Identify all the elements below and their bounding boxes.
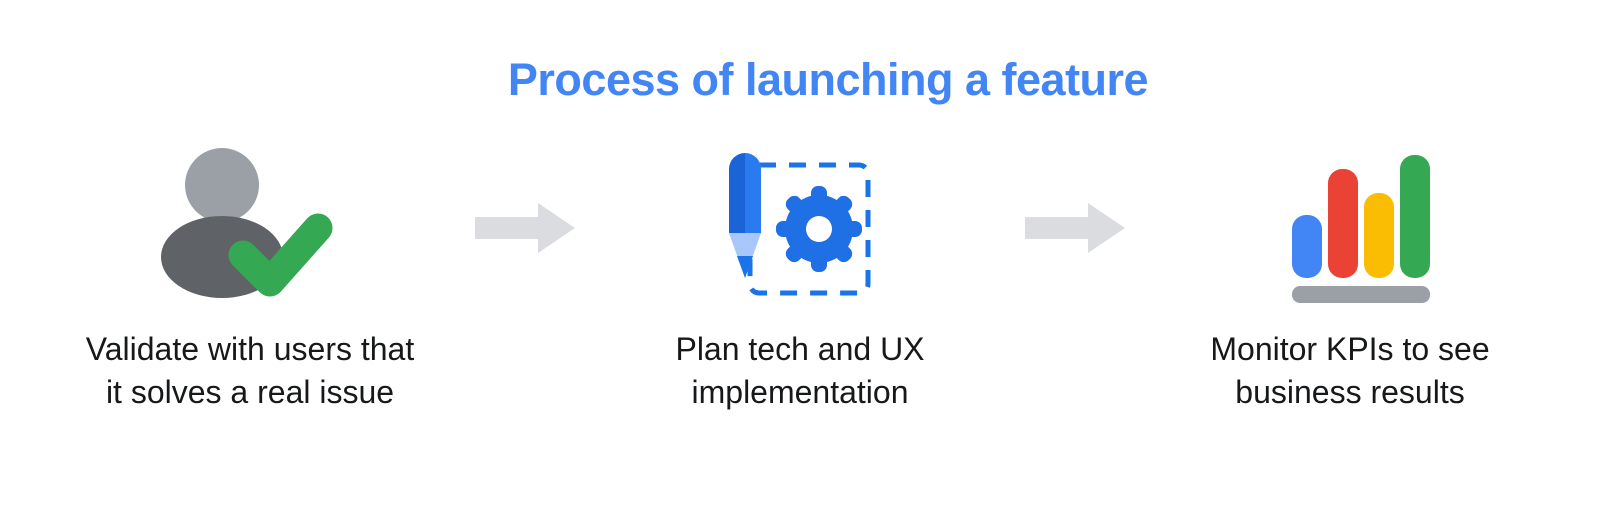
step-2: Plan tech and UX implementation: [585, 140, 1015, 414]
pencil-gear-icon: [720, 152, 880, 308]
arrow-1-box: [465, 140, 585, 320]
step-1-caption-line-1: Validate with users that: [85, 331, 415, 367]
step-1-caption: Validate with users that it solves a rea…: [40, 328, 460, 414]
bar-2: [1328, 168, 1358, 278]
step-3: Monitor KPIs to see business results: [1135, 140, 1565, 414]
step-1-icon-box: [35, 140, 465, 320]
page-title-text: Process of launching a feature: [507, 54, 1149, 105]
step-2-icon-box: [585, 140, 1015, 320]
step-3-caption-line-1: Monitor KPIs to see: [1210, 331, 1490, 367]
arrow-2-box: [1015, 140, 1135, 320]
bar-chart-icon: [1270, 153, 1430, 308]
arrow-right-icon: [475, 202, 575, 258]
step-2-caption: Plan tech and UX implementation: [590, 328, 1010, 414]
step-3-caption: Monitor KPIs to see business results: [1140, 328, 1560, 414]
pencil: [729, 152, 761, 278]
bar-3: [1364, 192, 1394, 278]
chart-baseline: [1292, 285, 1430, 303]
process-steps: Validate with users that it solves a rea…: [0, 140, 1600, 470]
arrow-right-icon: [1025, 202, 1125, 258]
bar-4: [1400, 154, 1430, 278]
bar-1: [1292, 214, 1322, 278]
gear-teeth: [776, 185, 862, 272]
gear-hole: [806, 215, 832, 242]
page-title: Process of launching a feature: [0, 55, 1600, 105]
user-check-icon: [150, 140, 350, 320]
step-1-caption-line-2: it solves a real issue: [105, 374, 395, 411]
step-2-caption-line-2: implementation: [691, 374, 909, 411]
step-3-caption-line-2: business results: [1235, 374, 1465, 411]
step-1: Validate with users that it solves a rea…: [35, 140, 465, 414]
step-3-icon-box: [1135, 140, 1565, 320]
step-2-caption-line-1: Plan tech and UX: [675, 331, 925, 367]
